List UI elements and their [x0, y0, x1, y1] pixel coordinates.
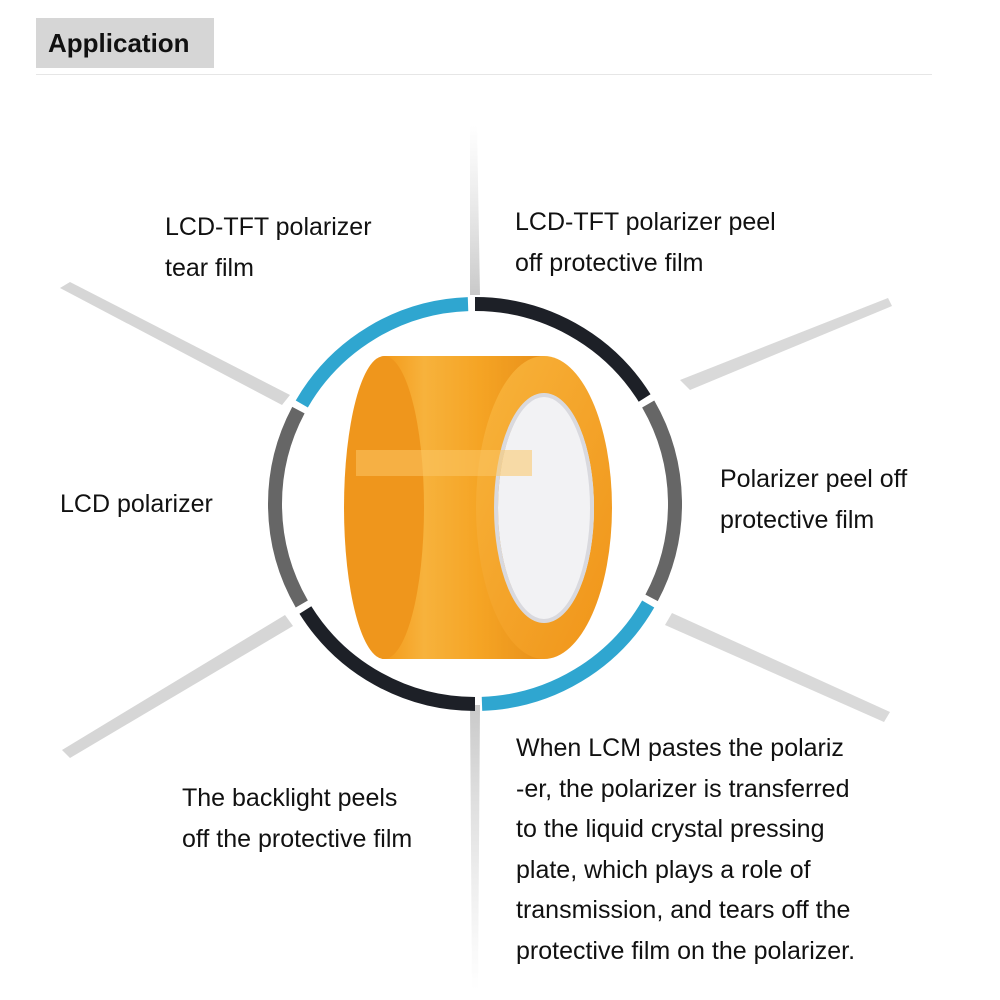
label-line: LCD-TFT polarizer [165, 213, 372, 241]
label-line: tear film [165, 254, 254, 282]
label-top-left: LCD-TFT polarizer tear film [165, 207, 372, 289]
label-line: off the protective film [182, 825, 413, 853]
header-divider [36, 74, 932, 75]
label-line: The backlight peels [182, 784, 398, 812]
label-line: LCD-TFT polarizer peel [515, 208, 776, 236]
label-line: LCD polarizer [60, 490, 213, 518]
ray-top [470, 125, 480, 295]
label-line: When LCM pastes the polariz [516, 734, 844, 762]
ray-upper-left [60, 282, 290, 405]
label-line: plate, which plays a role of [516, 855, 811, 884]
ray-lower-left [62, 615, 293, 758]
section-tab: Application [36, 18, 214, 68]
ring-segment-top-left [295, 297, 469, 408]
label-right: Polarizer peel off protective film [720, 459, 907, 541]
section-title: Application [48, 27, 190, 58]
label-line: -er, the polarizer is transferred [516, 774, 850, 803]
label-bottom-right: When LCM pastes the polariz -er, the pol… [516, 728, 855, 971]
orange-tape-roll-icon [344, 356, 612, 659]
label-line: transmission, and tears off the [516, 896, 851, 924]
ray-upper-right [680, 298, 892, 390]
label-left: LCD polarizer [60, 484, 213, 525]
segmented-ring [268, 297, 682, 711]
tape-core-shade [494, 393, 594, 623]
ring-segment-top-right [474, 297, 651, 402]
radial-rays [60, 125, 892, 990]
tape-left-edge [344, 356, 424, 659]
label-bottom-left: The backlight peels off the protective f… [182, 778, 412, 860]
ring-segment-bottom-right [481, 600, 655, 711]
label-line: off protective film [515, 249, 704, 277]
label-top-right: LCD-TFT polarizer peel off protective fi… [515, 202, 776, 284]
label-line: Polarizer peel off [720, 465, 908, 493]
ray-lower-right [665, 613, 890, 722]
ray-bottom [470, 705, 480, 990]
label-line: protective film [720, 506, 875, 534]
ring-segment-right [642, 400, 682, 602]
ring-segment-bottom-left [299, 606, 476, 711]
label-line: protective film on the polarizer. [516, 936, 856, 965]
ring-segment-left [268, 406, 308, 608]
tape-highlight [356, 450, 532, 476]
label-line: to the liquid crystal pressing [516, 815, 825, 843]
